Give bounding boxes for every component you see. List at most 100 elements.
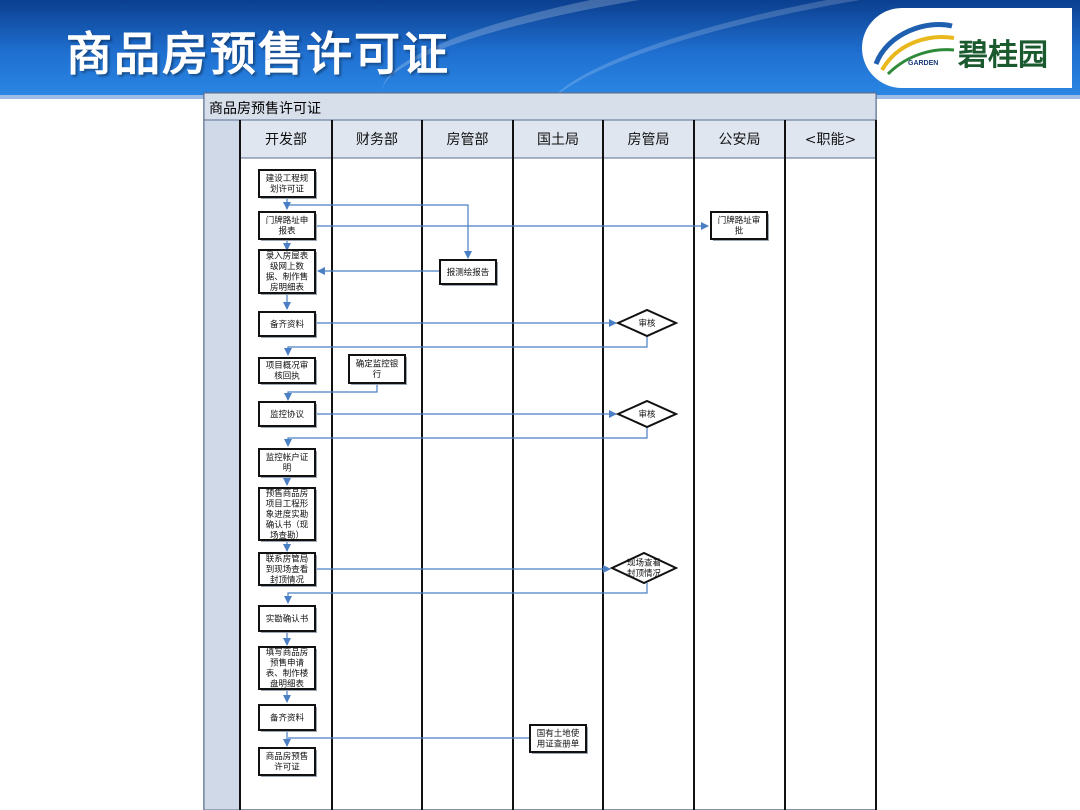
logo-swirl-icon xyxy=(873,22,955,76)
process-shape xyxy=(258,249,316,294)
node-label: 备齐资料 xyxy=(270,712,305,723)
process-shape xyxy=(258,169,316,198)
process-shape xyxy=(258,401,316,427)
node-label: 审核 xyxy=(638,318,656,329)
decision-node: 审核 xyxy=(615,399,679,429)
process-shape xyxy=(258,552,316,586)
lane-label: 公安局 xyxy=(719,132,761,148)
left-band xyxy=(203,119,241,810)
process-shape xyxy=(258,211,316,240)
node-label: 封顶情况 xyxy=(270,574,305,585)
process-shape xyxy=(258,487,316,541)
diagram-title: 商品房预售许可证 xyxy=(209,101,321,117)
node-label: 许可证 xyxy=(274,762,300,773)
process-shape xyxy=(258,704,316,731)
logo-subtext: GARDEN xyxy=(908,60,939,67)
node-label: 级网上数 xyxy=(270,261,305,272)
process-shape xyxy=(258,357,316,384)
process-node: 报测绘报告 xyxy=(439,259,498,286)
node-label: 确定监控银 xyxy=(356,359,399,370)
decision-shape xyxy=(615,399,679,429)
node-label: 预售商品房 xyxy=(266,488,309,499)
node-label: 建设工程规 xyxy=(266,173,309,184)
node-label: 项目概况审 xyxy=(266,360,309,371)
process-shape xyxy=(258,311,316,337)
process-node: 商品房预售许可证 xyxy=(258,747,317,777)
lane-label: 国土局 xyxy=(537,132,579,148)
node-label: 预售申请 xyxy=(270,658,305,669)
node-label: 明 xyxy=(283,464,292,474)
slide-header: 商品房预售许可证 碧桂园 GARDEN xyxy=(0,0,1080,95)
node-label: 备齐资料 xyxy=(270,319,305,330)
lane-header xyxy=(784,119,877,159)
logo-text: 碧桂园 xyxy=(958,38,1048,73)
process-shape xyxy=(258,605,316,632)
process-shape xyxy=(710,211,768,240)
process-shape xyxy=(529,724,587,753)
node-label: 到现场查看 xyxy=(266,564,309,575)
node-label: 批 xyxy=(735,226,744,237)
node-label: 录入房屋表 xyxy=(266,251,309,262)
process-node: 实勘确认书 xyxy=(258,605,317,633)
process-node: 监控协议 xyxy=(258,401,317,428)
node-label: 表、制作楼 xyxy=(266,668,309,679)
decision-shape xyxy=(615,308,679,338)
node-label: 联系房管局 xyxy=(266,553,309,564)
process-node: 备齐资料 xyxy=(258,704,317,732)
node-label: 报表 xyxy=(278,226,296,237)
node-label: 监控协议 xyxy=(270,409,305,420)
lane-label: <职能> xyxy=(805,132,856,148)
process-node: 备齐资料 xyxy=(258,311,317,338)
lane-header xyxy=(693,119,786,159)
lane-label: 开发部 xyxy=(265,132,307,148)
company-logo: 碧桂园 GARDEN xyxy=(862,8,1072,88)
node-label: 确认书（现 xyxy=(266,519,309,530)
decision-node: 审核 xyxy=(615,308,679,338)
node-label: 用证查册单 xyxy=(537,739,580,750)
node-label: 填写商品房 xyxy=(266,647,309,658)
node-label: 商品房预售 xyxy=(266,751,309,762)
node-label: 现场查看 xyxy=(627,558,661,569)
node-label: 门牌路址审 xyxy=(718,215,761,226)
process-shape xyxy=(258,747,316,776)
lane-label: 财务部 xyxy=(356,132,398,148)
node-label: 门牌路址申 xyxy=(266,215,309,226)
node-label: 象进度实勘 xyxy=(266,509,309,520)
lane-header xyxy=(512,119,604,159)
node-label: 房明细表 xyxy=(270,282,305,293)
node-label: 实勘确认书 xyxy=(266,613,309,624)
node-label: 场查勘） xyxy=(270,530,304,541)
node-label: 监控帐户证 xyxy=(266,452,309,463)
slide-title: 商品房预售许可证 xyxy=(66,27,450,81)
node-label: 报测绘报告 xyxy=(447,267,490,278)
diagram-title-bar xyxy=(203,92,877,121)
lane-label: 房管局 xyxy=(628,132,670,148)
node-label: 行 xyxy=(373,369,382,380)
process-shape xyxy=(348,354,406,384)
node-label: 核回执 xyxy=(274,371,300,382)
process-shape xyxy=(258,448,316,477)
decision-shape xyxy=(609,551,679,585)
node-label: 封顶情况 xyxy=(627,568,662,579)
lane-header xyxy=(331,119,423,159)
lane-header xyxy=(421,119,514,159)
node-label: 项目工程形 xyxy=(266,499,309,509)
node-label: 审核 xyxy=(638,409,656,420)
node-label: 据、制作售 xyxy=(266,272,309,283)
process-shape xyxy=(258,646,316,690)
lane-header xyxy=(239,119,333,159)
node-label: 国有土地使 xyxy=(537,728,580,739)
